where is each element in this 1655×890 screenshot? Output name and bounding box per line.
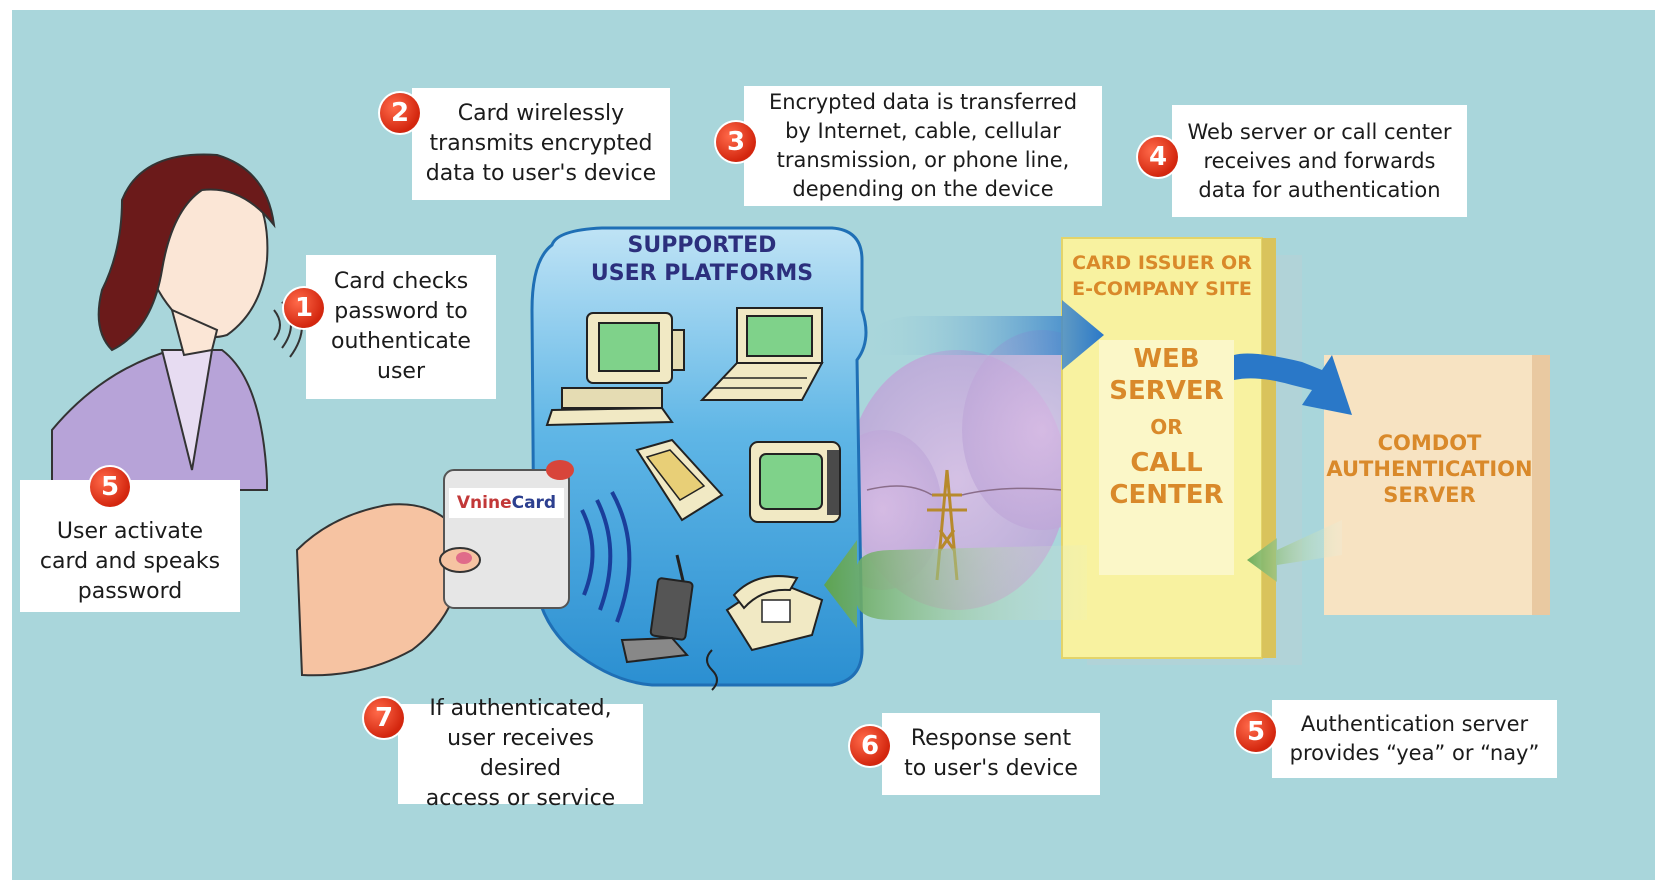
step-2-line: transmits encrypted [429, 131, 653, 156]
auth-server-label: COMDOT AUTHENTICATION SERVER [1312, 430, 1547, 508]
arrow-to-site [862, 300, 1104, 370]
arrow-to-platforms [824, 540, 1087, 628]
tv-monitor-icon [749, 441, 841, 523]
step-7-line: access or service [425, 786, 616, 811]
step-2-callout: Card wirelessly transmits encrypted data… [412, 88, 670, 200]
step-5-user-badge: 5 [90, 467, 130, 507]
step-2-badge: 2 [380, 93, 420, 133]
step-6-line: to user's device [904, 756, 1078, 781]
step-3-line: Encrypted data is transferred [768, 90, 1078, 114]
pda-icon [635, 438, 724, 522]
call-label: CALL [1130, 448, 1203, 478]
desktop-computer-icon [545, 312, 685, 427]
hand-holding-card-icon [295, 460, 632, 677]
step-5-user-line: password [77, 579, 183, 604]
center-label: CENTER [1109, 480, 1224, 510]
or-label: OR [1150, 415, 1183, 439]
step-3-line: transmission, or phone line, [776, 148, 1070, 172]
auth-server-line: SERVER [1383, 483, 1476, 507]
woman-speaking-icon [51, 153, 303, 491]
step-4-callout: Web server or call center receives and f… [1172, 105, 1467, 217]
card-issuer-title-line: E-COMPANY SITE [1072, 278, 1252, 300]
auth-server-panel [1324, 355, 1534, 615]
web-server-label: WEB SERVER OR CALL CENTER [1099, 343, 1234, 511]
step-4-line: Web server or call center [1187, 119, 1452, 144]
power-tower-icon [866, 469, 1063, 581]
step-6-badge: 6 [850, 726, 890, 766]
diagram-canvas: SUPPORTED USER PLATFORMS VnineCard CARD … [12, 10, 1655, 880]
step-5-user-line: card and speaks [39, 549, 221, 574]
step-2-line: Card wirelessly [457, 101, 625, 126]
step-5-user-line: User activate [56, 519, 204, 544]
card-logo-part2: Card [511, 493, 557, 513]
arrow-from-auth [1247, 520, 1342, 582]
step-1-callout: Card checks password to outhenticate use… [306, 255, 496, 399]
server-label: SERVER [1109, 376, 1224, 406]
step-2-line: data to user's device [425, 161, 657, 186]
step-3-badge: 3 [716, 122, 756, 162]
step-5-auth-badge: 5 [1236, 712, 1276, 752]
step-6-callout: Response sent to user's device [882, 713, 1100, 795]
step-5-auth-line: provides “yea” or “nay” [1289, 741, 1540, 765]
step-1-line: password to [334, 299, 468, 324]
desk-telephone-icon [706, 575, 824, 691]
step-7-line: user receives desired [447, 726, 594, 781]
cell-phone-icon [620, 554, 694, 664]
step-5-auth-line: Authentication server [1300, 712, 1529, 736]
auth-server-line: AUTHENTICATION [1326, 457, 1533, 481]
step-3-line: depending on the device [792, 177, 1054, 201]
step-5-user-callout: User activate card and speaks password [20, 480, 240, 612]
step-7-badge: 7 [364, 698, 404, 738]
platforms-title-line: SUPPORTED [627, 233, 777, 258]
step-1-line: user [377, 359, 425, 384]
step-5-auth-callout: Authentication server provides “yea” or … [1272, 700, 1557, 778]
card-issuer-title-line: CARD ISSUER OR [1072, 252, 1252, 274]
step-7-callout: If authenticated, user receives desired … [398, 696, 643, 811]
laptop-icon [699, 307, 824, 401]
platforms-title: SUPPORTED USER PLATFORMS [587, 232, 817, 288]
auth-server-line: COMDOT [1377, 431, 1482, 455]
step-3-line: by Internet, cable, cellular [785, 119, 1061, 143]
platforms-title-line: USER PLATFORMS [590, 261, 814, 286]
step-4-badge: 4 [1138, 137, 1178, 177]
step-3-callout: Encrypted data is transferred by Interne… [744, 86, 1102, 206]
step-1-line: outhenticate [331, 329, 471, 354]
step-4-line: receives and forwards [1203, 148, 1436, 173]
card-logo: VnineCard [449, 489, 564, 517]
background-art [51, 153, 1550, 691]
step-1-line: Card checks [333, 269, 469, 294]
card-logo-part1: Vnine [456, 493, 512, 513]
step-6-line: Response sent [910, 726, 1072, 751]
step-1-badge: 1 [284, 288, 324, 328]
step-7-line: If authenticated, [429, 696, 612, 721]
card-issuer-title: CARD ISSUER OR E-COMPANY SITE [1057, 250, 1267, 302]
arrow-to-auth [1234, 353, 1352, 415]
step-4-line: data for authentication [1198, 177, 1441, 202]
web-label: WEB [1133, 344, 1200, 374]
